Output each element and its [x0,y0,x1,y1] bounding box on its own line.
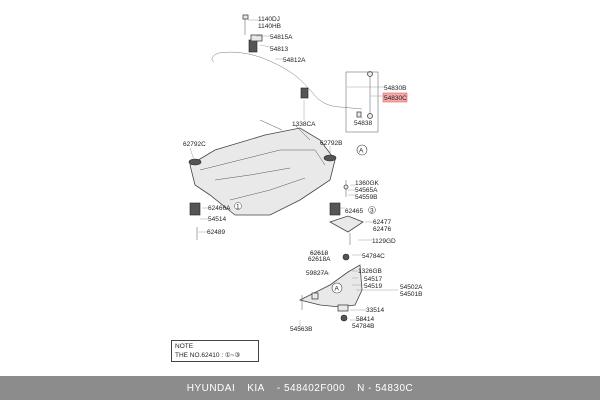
link-ball-top [367,71,373,77]
highlight-54830C [382,92,408,103]
footer-part-number: - 548402F000 [276,382,346,394]
subframe-62410 [189,127,336,216]
label-62618A: 62618A [308,256,331,263]
link-ball-bottom [367,113,373,119]
label-A-top: A [359,148,364,155]
callout-A-bottom [331,282,343,294]
bushing-54784B [340,314,348,322]
note-box: NOTE THE NO.62410 : ①~③ [171,340,259,362]
label-62489: 62489 [207,229,225,236]
ball-joint-54517 [311,292,319,300]
label-62792B: 62792B [320,140,342,147]
label-59827A: 59827A [306,270,329,277]
label-54502A: 54502A [400,284,423,291]
label-54559B: 54559B [355,194,377,201]
note-line: THE NO.62410 : ①~③ [175,352,241,359]
nut-33514 [337,304,349,312]
leader-lines [189,19,398,330]
note-title: NOTE [175,343,194,350]
label-62618: 62618 [310,250,328,257]
label-1338CA: 1338CA [292,121,316,128]
label-54830C: 54830C [384,95,407,102]
footer-n-label: N - 54830C [357,382,414,394]
label-62792C: 62792C [183,141,206,148]
label-62476: 62476 [373,226,391,233]
bushing-54815A [248,39,258,53]
callout-1 [234,202,242,210]
label-62466A: 62466A [208,205,231,212]
label-54517: 54517 [364,276,382,283]
label-1326GB: 1326GB [358,268,382,275]
label-54815A: 54815A [270,34,293,41]
label-54812A: 54812A [283,57,306,64]
footer-make: KIA [247,382,265,394]
stabilizer-bar [218,51,363,110]
label-62477: 62477 [373,219,391,226]
bushing-54784C [342,253,350,261]
label-1360GK: 1360GK [355,180,380,187]
mount-62792C [188,158,202,166]
bracket-62477 [329,215,364,233]
label-1140DJ: 1140DJ [258,16,280,23]
callout-A-top [356,144,368,156]
label-54501B: 54501B [400,291,422,298]
label-54519: 54519 [364,283,382,290]
label-A-bottom: A [335,286,340,293]
bolt-head [242,14,249,20]
subframe-ribs [199,149,326,201]
label-circle-1: 1 [236,204,240,211]
label-54830B: 54830B [384,85,406,92]
bushing-right [300,87,309,99]
label-54784B: 54784B [352,323,374,330]
nut-54838 [356,111,362,118]
label-circle-3: 3 [370,208,374,215]
label-33514: 33514 [366,307,384,314]
stabilizer-bar-end [211,52,220,63]
callout-3 [368,206,376,214]
label-54838: 54838 [354,120,372,127]
bushing-62466A [189,202,201,216]
label-54784C: 54784C [362,253,385,260]
footer-brand: HYUNDAI [186,382,236,394]
bushing-62465 [329,202,341,216]
label-1129GD: 1129GD [372,238,396,245]
label-54563B: 54563B [290,326,312,333]
link-callout-box [345,71,379,133]
washer-54565A [343,184,349,190]
label-54813: 54813 [270,46,288,53]
label-1140HB: 1140HB [258,23,281,30]
label-54514: 54514 [208,216,226,223]
label-62465: 62465 [345,208,363,215]
footer-bar: HYUNDAI KIA - 548402F000 N - 54830C [0,376,600,400]
label-54565A: 54565A [355,187,378,194]
subframe-arms [259,119,311,141]
bracket-54813 [250,34,263,42]
label-58414: 58414 [356,316,374,323]
